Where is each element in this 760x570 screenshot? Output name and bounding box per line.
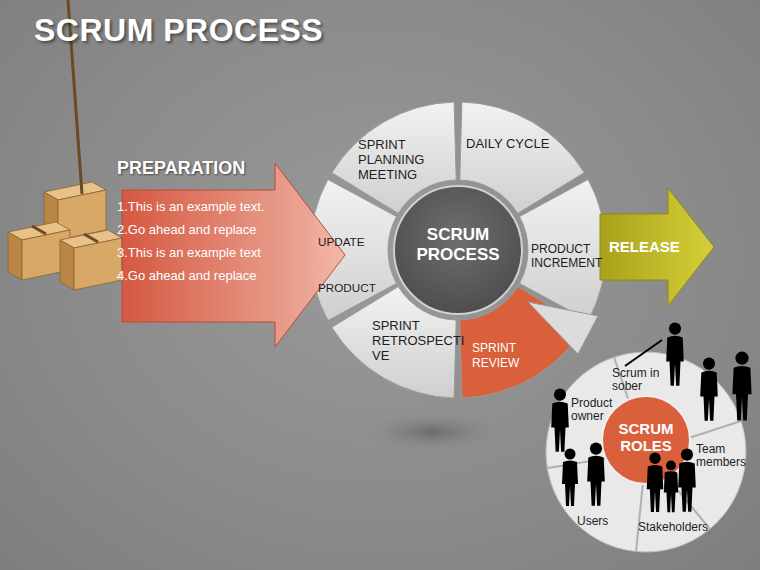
role-label: Scrum in sober [612,367,664,393]
label-text: PRODUCT INCREMENT [531,242,603,270]
label-text: SPRINT RETROSPECTI VE [372,318,464,363]
label-text: SPRINT PLANNING MEETING [358,137,440,182]
ring-segment-label: DAILY CYCLE [466,136,566,151]
people-silhouettes-part [625,340,662,366]
label-text: SCRUM PROCESS [398,225,518,265]
cardboard-boxes-part [74,238,122,290]
release-arrow [600,188,714,306]
ring-shadow [364,412,500,452]
role-label: Stakeholders [638,521,718,534]
people-silhouettes-part [732,352,751,421]
role-label: Users [577,515,617,528]
label-text: SPRINT REVIEW [472,341,532,371]
preparation-arrow-text: PREPARATION 1.This is an example text.2.G… [117,158,307,287]
people-silhouettes-part [551,389,569,452]
ring-segment-label: SPRINT RETROSPECTI VE [372,318,464,363]
people-silhouettes-part [587,443,605,506]
role-label: Team members [696,443,754,469]
heading-text: PREPARATION [117,158,307,179]
label-text: 3.This is an example text [117,241,307,264]
label-text: SCRUM ROLES [611,420,681,454]
role-label: Product owner [571,397,619,423]
ring-segment-label: PRODUCT INCREMENT [531,242,603,270]
page-title: SCRUM PROCESS [34,12,323,49]
label-text: Team members [696,443,754,469]
people-silhouettes-part [678,449,696,512]
ring-segment-label: SPRINT PLANNING MEETING [358,137,440,182]
people-silhouettes [551,323,751,513]
ring-arrowhead [528,302,598,354]
label-text: UPDATE PRODUCT [318,219,380,311]
center-label: SCRUM ROLES [611,420,681,454]
label-text: 4.Go ahead and replace [117,264,307,287]
center-label: SCRUM PROCESS [398,225,518,265]
cardboard-boxes-part [32,226,46,234]
cardboard-boxes-part [8,232,22,280]
people-silhouettes-part [700,358,718,421]
label-text: Users [577,515,617,528]
release-label: RELEASE [609,238,669,255]
label-text: RELEASE [609,238,669,255]
label-text: 2.Go ahead and replace [117,218,307,241]
cardboard-boxes-part [84,234,98,242]
ring-segment-label: SPRINT REVIEW [472,341,532,371]
center-circle [394,186,522,314]
people-silhouettes-part [666,323,684,386]
label-text: DAILY CYCLE [466,136,566,151]
label-text: Scrum in sober [612,367,664,393]
label-text: Product owner [571,397,619,423]
label-text: 1.This is an example text. [117,195,307,218]
process-ring [310,102,606,398]
roles-wheel-part [602,396,690,484]
ring-segment-label: UPDATE PRODUCT [318,219,380,311]
cardboard-boxes-part [60,240,74,290]
people-silhouettes-part [647,453,664,512]
people-silhouettes-part [562,449,578,507]
people-silhouettes-part [664,460,678,512]
label-text: Stakeholders [638,521,718,534]
